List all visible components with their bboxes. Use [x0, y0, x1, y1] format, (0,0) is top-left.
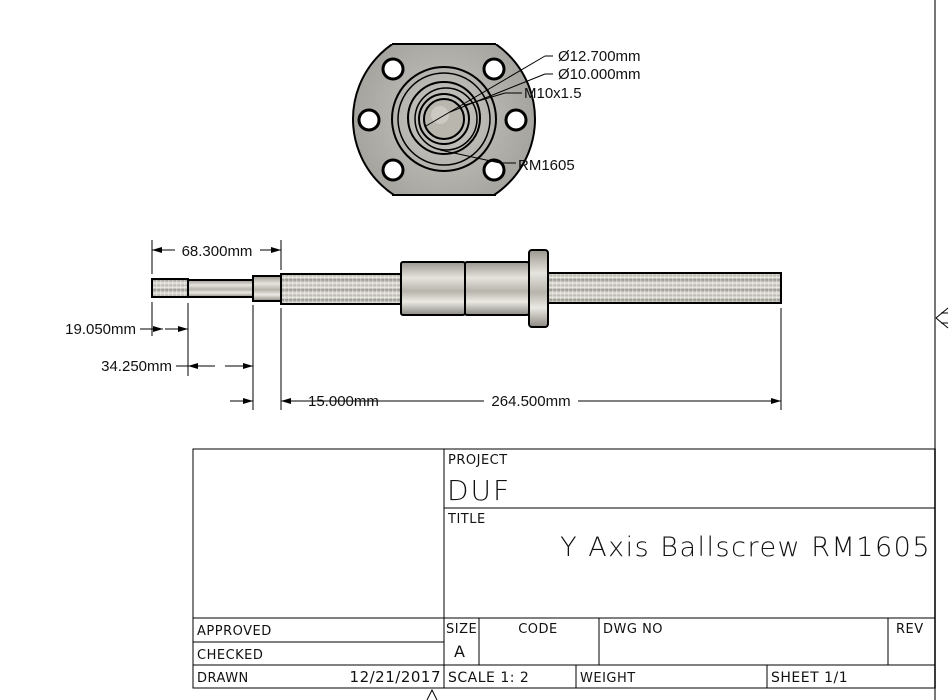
- centering-mark-bottom: [426, 688, 438, 700]
- dim-68300: 68.300mm: [182, 243, 253, 260]
- approved-label: APPROVED: [197, 624, 272, 639]
- callout-diameter-12700: Ø12.700mm: [558, 48, 641, 65]
- checked-label: CHECKED: [197, 648, 263, 663]
- dim-15000: 15.000mm: [308, 393, 379, 410]
- drawn-label: DRAWN: [197, 671, 249, 686]
- code-label: CODE: [518, 622, 558, 637]
- dimension-lines: [140, 240, 782, 410]
- side-view-ballscrew: [151, 249, 782, 328]
- callout-rm1605: RM1605: [518, 157, 575, 174]
- title-value: Y Axis Ballscrew RM1605: [560, 532, 931, 563]
- front-view-callouts: Ø12.700mm Ø10.000mm M10x1.5 RM1605: [425, 48, 641, 174]
- callout-diameter-10000: Ø10.000mm: [558, 66, 641, 83]
- rev-label: REV: [896, 622, 924, 637]
- dim-34250: 34.250mm: [101, 358, 172, 375]
- project-value: DUF: [447, 474, 511, 507]
- sheet-value: SHEET 1/1: [771, 670, 848, 686]
- front-view-flange: [352, 43, 536, 196]
- dwg-no-label: DWG NO: [603, 622, 663, 637]
- size-label: SIZE: [446, 622, 477, 637]
- scale-value: SCALE 1: 2: [448, 670, 529, 686]
- title-block: [192, 448, 936, 689]
- dim-label-backing: [487, 393, 575, 410]
- centering-mark: [935, 307, 949, 329]
- drawn-date: 12/21/2017: [350, 668, 441, 686]
- weight-label: WEIGHT: [580, 671, 636, 686]
- callout-thread-m10: M10x1.5: [524, 85, 582, 102]
- title-label: TITLE: [447, 512, 486, 527]
- dim-264500: 264.500mm: [491, 393, 570, 410]
- project-label: PROJECT: [448, 453, 508, 468]
- dim-19050: 19.050mm: [65, 321, 136, 338]
- bolt-holes: [357, 57, 528, 182]
- size-value: A: [454, 642, 465, 661]
